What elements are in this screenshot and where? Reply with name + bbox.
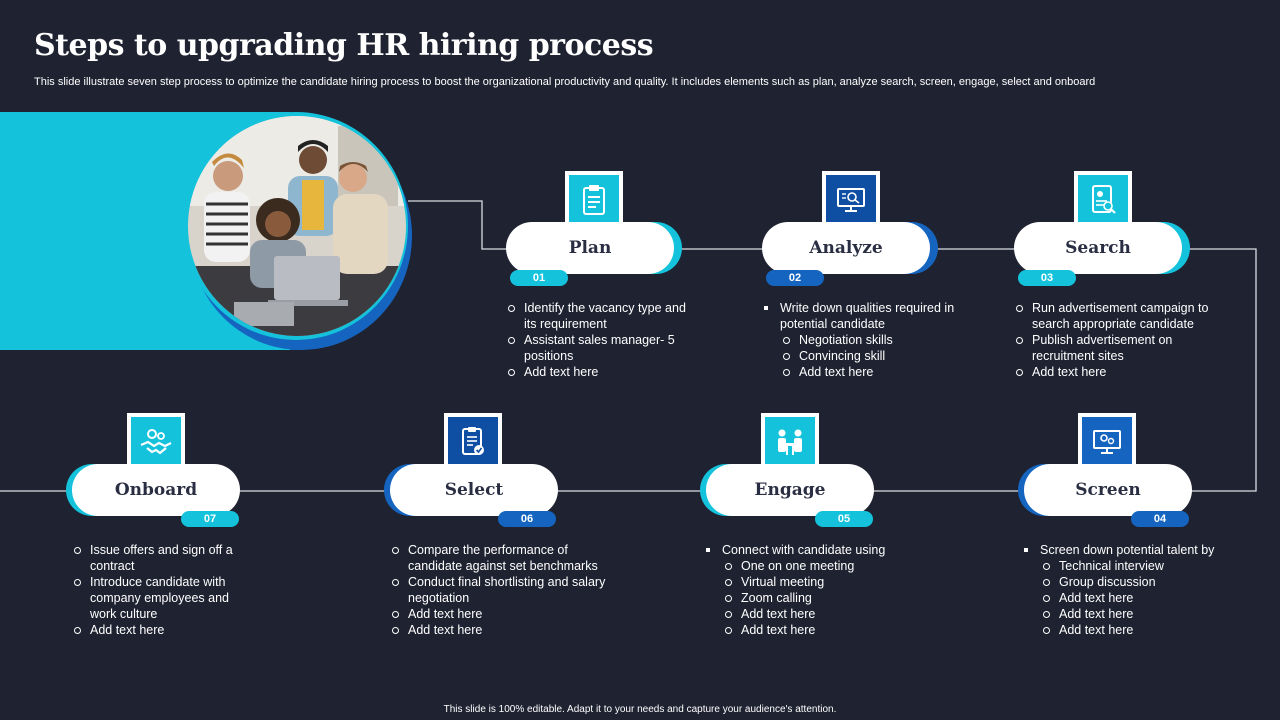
step-select: Select xyxy=(384,464,560,518)
plan-icon-box xyxy=(565,171,623,229)
list-item: Introduce candidate with company employe… xyxy=(72,574,248,622)
step-number: 03 xyxy=(1018,270,1076,286)
step-number: 01 xyxy=(510,270,568,286)
list-item: Write down qualities required in potenti… xyxy=(762,300,974,332)
list-item: Add text here xyxy=(1022,590,1242,606)
analyze-icon-box xyxy=(822,171,880,229)
search-details: Run advertisement campaign to search app… xyxy=(1014,300,1228,380)
list-item: Add text here xyxy=(390,622,612,638)
monitor-gear-icon xyxy=(1093,430,1121,454)
list-item: Zoom calling xyxy=(704,590,914,606)
list-item: Add text here xyxy=(390,606,612,622)
list-item: Technical interview xyxy=(1022,558,1242,574)
list-item: Negotiation skills xyxy=(762,332,974,348)
step-label: Engage xyxy=(754,480,826,500)
plan-details: Identify the vacancy type and its requir… xyxy=(506,300,686,380)
list-item: Add text here xyxy=(72,622,248,638)
list-item: Screen down potential talent by xyxy=(1022,542,1242,558)
step-number: 05 xyxy=(815,511,873,527)
step-number: 04 xyxy=(1131,511,1189,527)
onboard-icon-box xyxy=(127,413,185,471)
list-item: Issue offers and sign off a contract xyxy=(72,542,248,574)
list-item: Add text here xyxy=(704,606,914,622)
list-item: Add text here xyxy=(506,364,686,380)
step-engage: Engage xyxy=(700,464,876,518)
list-item: Add text here xyxy=(762,364,974,380)
select-icon-box xyxy=(444,413,502,471)
step-onboard: Onboard xyxy=(66,464,242,518)
step-analyze: Analyze xyxy=(762,222,938,276)
list-item: Convincing skill xyxy=(762,348,974,364)
list-item: Compare the performance of candidate aga… xyxy=(390,542,612,574)
step-number: 06 xyxy=(498,511,556,527)
step-label: Plan xyxy=(568,238,612,258)
step-screen: Screen xyxy=(1018,464,1194,518)
list-item: Group discussion xyxy=(1022,574,1242,590)
analyze-details: Write down qualities required in potenti… xyxy=(762,300,974,380)
step-number: 02 xyxy=(766,270,824,286)
list-item: Publish advertisement on recruitment sit… xyxy=(1014,332,1228,364)
search-icon-box xyxy=(1074,171,1132,229)
select-details: Compare the performance of candidate aga… xyxy=(390,542,612,638)
slide-title: Steps to upgrading HR hiring process xyxy=(34,28,654,63)
step-label: Select xyxy=(444,480,504,500)
clipboard-checklist-icon xyxy=(583,185,605,215)
step-number: 07 xyxy=(181,511,239,527)
resume-search-icon xyxy=(1092,185,1116,214)
step-label: Onboard xyxy=(114,480,198,500)
list-item: Add text here xyxy=(1022,622,1242,638)
slide-subtitle: This slide illustrate seven step process… xyxy=(34,76,1096,88)
step-plan: Plan xyxy=(506,222,682,276)
document-check-icon xyxy=(462,427,484,455)
step-search: Search xyxy=(1014,222,1190,276)
list-item: Add text here xyxy=(1014,364,1228,380)
monitor-search-icon xyxy=(837,188,865,212)
step-label: Search xyxy=(1065,238,1131,258)
list-item: Add text here xyxy=(704,622,914,638)
list-item: Conduct final shortlisting and salary ne… xyxy=(390,574,612,606)
engage-icon-box xyxy=(761,413,819,471)
list-item: Virtual meeting xyxy=(704,574,914,590)
list-item: Connect with candidate using xyxy=(704,542,914,558)
list-item: Assistant sales manager- 5 positions xyxy=(506,332,686,364)
list-item: Identify the vacancy type and its requir… xyxy=(506,300,686,332)
meeting-people-icon xyxy=(778,429,802,455)
footer-note: This slide is 100% editable. Adapt it to… xyxy=(443,704,837,715)
handshake-gears-icon xyxy=(140,429,172,455)
list-item: Run advertisement campaign to search app… xyxy=(1014,300,1228,332)
list-item: One on one meeting xyxy=(704,558,914,574)
screen-icon-box xyxy=(1078,413,1136,471)
step-label: Analyze xyxy=(809,238,883,258)
list-item: Add text here xyxy=(1022,606,1242,622)
step-label: Screen xyxy=(1075,480,1141,500)
